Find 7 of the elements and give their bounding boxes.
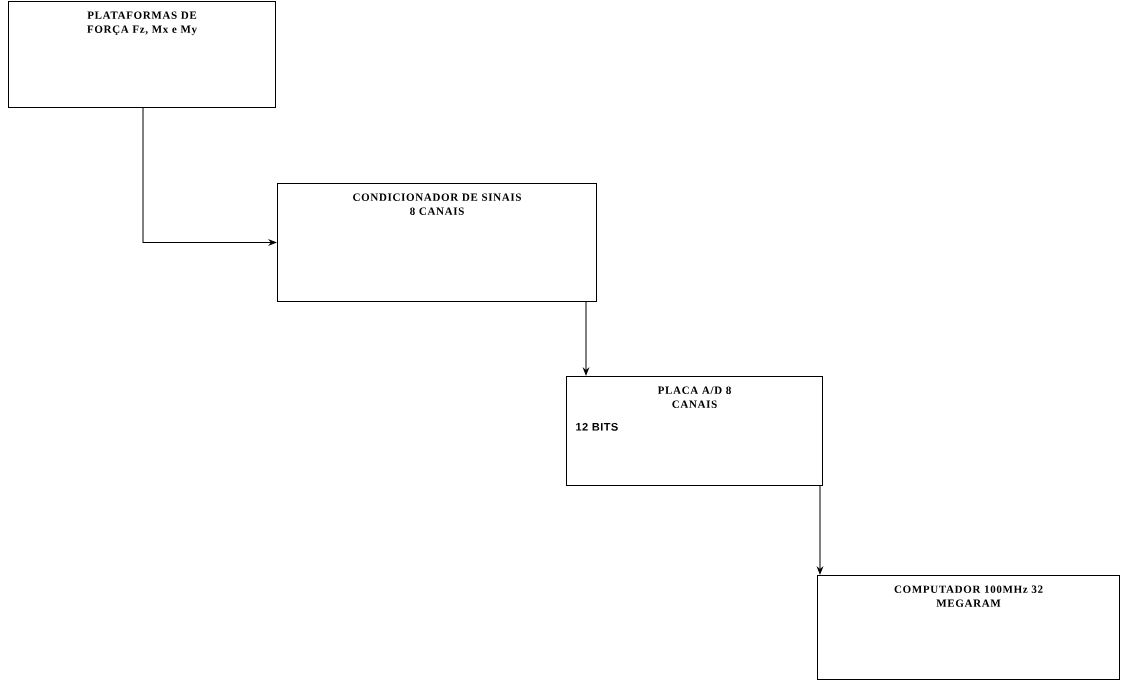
- process-box: PLATAFORMAS DE FORÇA Fz, Mx e My: [8, 1, 276, 108]
- arrow: [142, 107, 277, 246]
- arrow: [817, 485, 823, 575]
- process-box: CONDICIONADOR DE SINAIS 8 CANAIS: [277, 183, 597, 302]
- arrow: [583, 301, 589, 376]
- process-box: PLACA A/D 8 CANAIS 12 BITS: [566, 376, 823, 486]
- process-box: COMPUTADOR 100MHz 32 MEGARAM: [817, 575, 1120, 680]
